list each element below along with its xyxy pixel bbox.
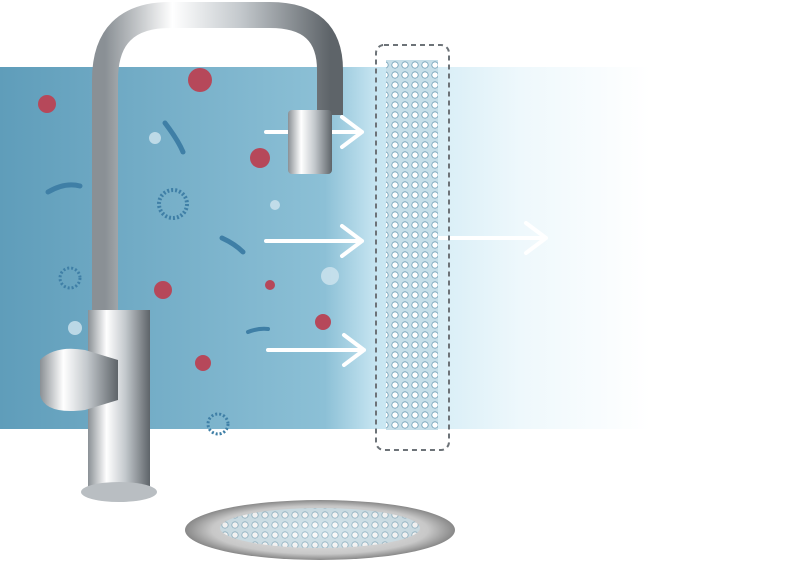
arrow-icon (430, 221, 548, 255)
arrow-icon (266, 333, 366, 367)
germ-icon (219, 235, 246, 255)
germ-icon (154, 281, 172, 299)
arrow-icon (264, 224, 364, 258)
germ-icon (157, 188, 189, 220)
tap-icon (40, 2, 343, 502)
germ-icon (206, 412, 230, 436)
germ-icon (195, 355, 211, 371)
germ-icon (250, 148, 270, 168)
arrows (264, 115, 548, 367)
germ-icon (265, 280, 275, 290)
germ-icon (162, 120, 186, 155)
filter-icon (375, 44, 450, 451)
germ-icon (58, 266, 82, 290)
drain-plate-icon (185, 500, 455, 560)
germ-icon (45, 182, 83, 195)
germ-icon (188, 68, 212, 92)
germ-icon (38, 95, 56, 113)
germ-icon (315, 314, 331, 330)
germ-icon (246, 326, 270, 334)
germs (38, 68, 339, 436)
